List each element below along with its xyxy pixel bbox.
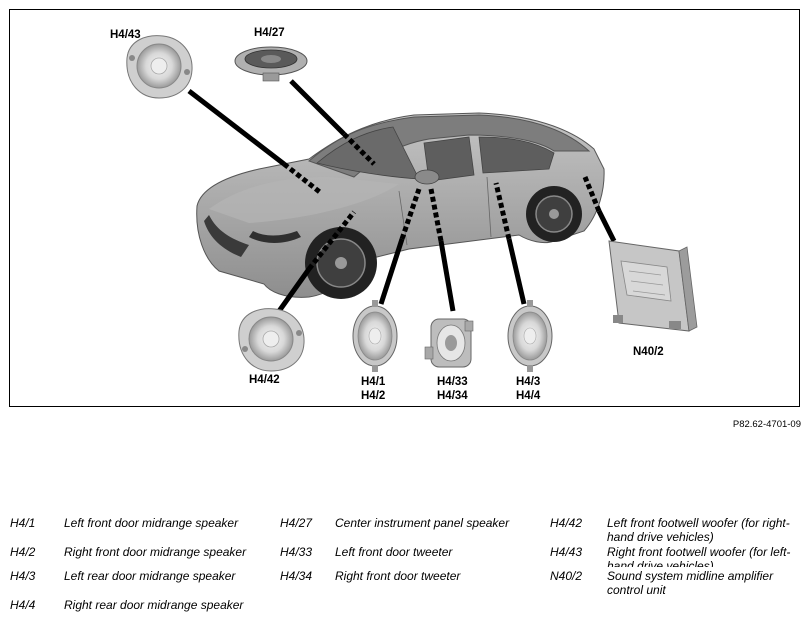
legend: H4/1 Left front door midrange speaker H4… [10, 514, 810, 620]
legend-desc: Left front door tweeter [335, 545, 453, 559]
legend-desc: Sound system midline amplifier control u… [607, 569, 774, 597]
callout-h4-3: H4/3 [516, 376, 540, 388]
tweeter-h4-33-34-image [424, 318, 474, 368]
legend-desc: Right rear door midrange speaker [64, 598, 244, 612]
legend-desc: Left front footwell woofer (for right-ha… [607, 516, 790, 544]
legend-code: H4/2 [10, 545, 36, 559]
legend-code: H4/34 [280, 569, 313, 583]
callout-h4-2: H4/2 [361, 390, 385, 402]
woofer-h4-42-image [238, 308, 305, 372]
car-front-wheel [305, 227, 377, 299]
woofer-h4-43-image [126, 35, 193, 99]
callout-h4-33: H4/33 [437, 376, 468, 388]
legend-desc: Left front door midrange speaker [64, 516, 239, 530]
callout-h4-34: H4/34 [437, 390, 468, 402]
callout-h4-27: H4/27 [254, 27, 285, 39]
speaker-h4-27-image [234, 46, 308, 82]
car-grille [204, 215, 249, 257]
legend-desc: Right front footwell woofer (for left-ha… [607, 545, 791, 567]
callout-h4-42: H4/42 [249, 374, 280, 386]
legend-code: N40/2 [550, 569, 583, 583]
legend-code: H4/4 [10, 598, 36, 612]
car-front-window [423, 136, 475, 182]
legend-code: H4/1 [10, 516, 36, 530]
midrange-h4-3-4-image [507, 300, 553, 372]
midrange-h4-1-2-image [352, 300, 398, 372]
legend-code: H4/27 [280, 516, 313, 530]
car-door-lines [398, 176, 492, 246]
legend-code: H4/43 [550, 545, 583, 559]
figure-frame [9, 9, 800, 407]
legend-desc: Right front door midrange speaker [64, 545, 247, 559]
legend-code: H4/3 [10, 569, 36, 583]
car-hood [209, 177, 399, 223]
diagram-illustration: H4/43 H4/27 H4/42 H4/1 H4/2 H4/33 H4/34 … [110, 27, 698, 402]
callout-n40-2: N40/2 [633, 346, 664, 358]
car-illustration [196, 112, 605, 299]
callout-h4-4: H4/4 [516, 390, 541, 402]
legend-desc: Left rear door midrange speaker [64, 569, 236, 583]
figure-reference: P82.62-4701-09 [732, 419, 801, 430]
car-rear-wheel [526, 186, 582, 242]
car-mirror [414, 169, 440, 185]
legend-code: H4/33 [280, 545, 313, 559]
car-rear-window [478, 136, 555, 174]
callout-h4-1: H4/1 [361, 376, 386, 388]
callout-h4-43: H4/43 [110, 29, 141, 41]
amplifier-n40-2-image [608, 240, 698, 332]
car-headlight [249, 231, 301, 243]
legend-desc: Right front door tweeter [335, 569, 461, 583]
legend-desc: Center instrument panel speaker [335, 516, 510, 530]
legend-code: H4/42 [550, 516, 583, 530]
leader-lines [187, 79, 617, 316]
